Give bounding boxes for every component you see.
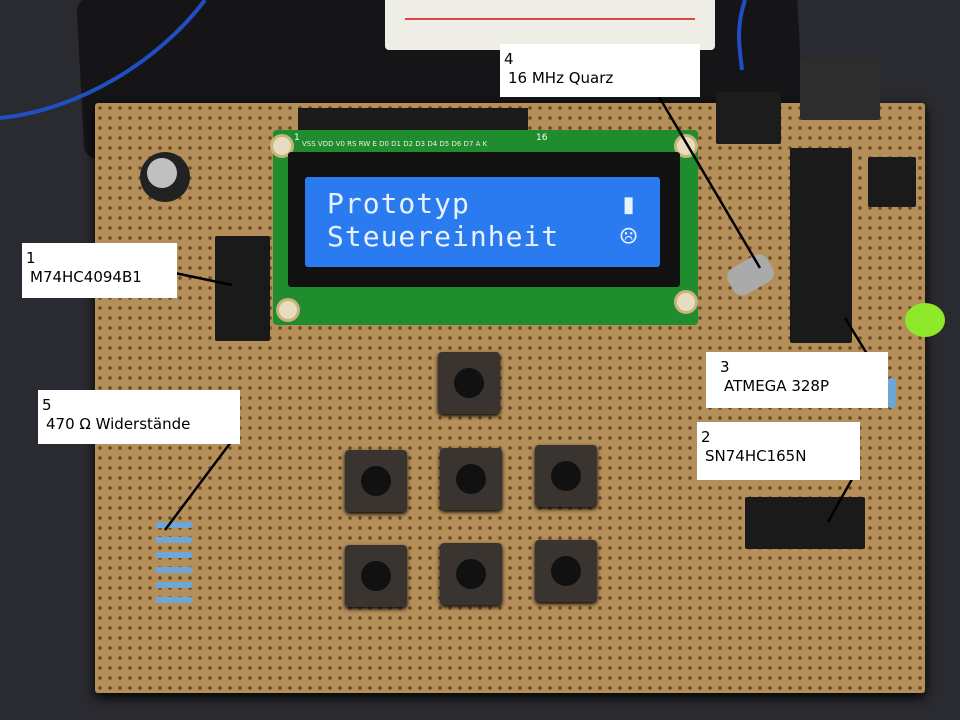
leader-line-4 [653,89,762,269]
annotation-text: 16 MHz Quarz [508,69,614,87]
annotation-number: 4 [504,50,514,68]
leader-line-1 [169,270,233,287]
lcd-pin-labels: VSS VDD V0 RS RW E D0 D1 D2 D3 D4 D5 D6 … [302,140,488,148]
lcd-pin-16: 16 [536,133,548,143]
push-button [440,448,502,510]
annotation-text: ATMEGA 328P [724,377,830,395]
push-button [535,445,597,507]
annotation-3: 3 ATMEGA 328P [706,352,888,408]
push-button [345,450,407,512]
breadboard [385,0,715,50]
annotation-5: 5 470 Ω Widerstände [38,390,240,444]
resistor [155,597,193,603]
annotation-4: 4 16 MHz Quarz [500,44,700,97]
lcd-screen: Prototyp ▮ Steuereinheit ☹ [305,177,660,267]
push-button [535,540,597,602]
annotation-text: SN74HC165N [705,447,807,465]
leader-line-2 [826,471,858,523]
resistor [155,567,193,573]
mount-hole [674,290,698,314]
annotation-text: 470 Ω Widerstände [46,415,191,433]
annotation-number: 1 [26,249,36,267]
chip-atmega328p [790,148,852,343]
potentiometer [140,152,190,202]
leader-line-5 [164,433,238,531]
pin-header [298,108,528,132]
chip-sn74hc165n [745,497,865,549]
lcd-line-2: Steuereinheit [327,220,560,253]
annotation-2: 2 SN74HC165N [697,422,860,480]
push-button [345,545,407,607]
socket-connector [868,157,916,207]
resistor [888,378,896,408]
annotation-text: M74HC4094B1 [30,268,142,286]
annotation-number: 3 [720,358,730,376]
push-button [440,543,502,605]
mount-hole [276,298,300,322]
annotation-number: 5 [42,396,52,414]
chip-m74hc4094 [215,236,270,341]
resistor [155,552,193,558]
annotation-1: 1 M74HC4094B1 [22,243,177,298]
battery-icon: ▮ [620,187,638,220]
lcd-pin-1: 1 [294,133,300,143]
sad-face-icon: ☹ [620,220,638,253]
voltage-regulator [800,58,880,120]
resistor [155,582,193,588]
resistor [155,537,193,543]
screw-terminal [716,92,781,144]
green-led [905,303,945,337]
push-button [438,352,500,414]
lcd-line-1: Prototyp [327,187,470,220]
annotation-number: 2 [701,428,711,446]
resistor [155,522,193,528]
